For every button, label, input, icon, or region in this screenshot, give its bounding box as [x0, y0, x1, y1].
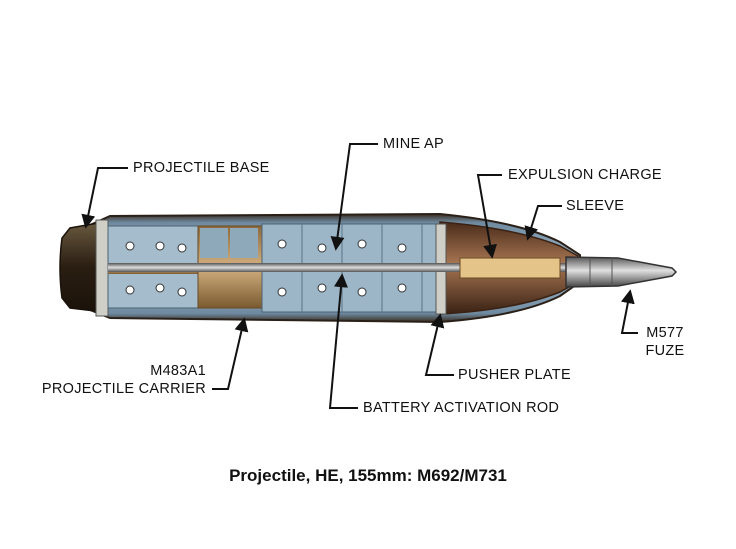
- leader-fuze: [620, 289, 638, 334]
- label-projectile-base: PROJECTILE BASE: [133, 160, 270, 176]
- label-fuze-model: M577: [646, 325, 684, 341]
- battery-activation-rod-shape: [108, 263, 578, 272]
- label-fuze: FUZE: [645, 343, 685, 359]
- base-rim: [95, 219, 109, 317]
- fuze-shape: [565, 256, 678, 288]
- label-mine-ap: MINE AP: [383, 136, 444, 152]
- leader-projectile-base: [81, 167, 128, 229]
- label-expulsion-charge: EXPULSION CHARGE: [508, 167, 662, 183]
- label-sleeve: SLEEVE: [566, 198, 625, 214]
- leader-battery-rod: [328, 273, 358, 409]
- label-battery-activation-rod: BATTERY ACTIVATION ROD: [363, 400, 560, 416]
- label-projectile-carrier: PROJECTILE CARRIER: [41, 381, 206, 397]
- leader-pusher-plate: [424, 313, 454, 376]
- leader-mine-ap: [330, 143, 378, 251]
- leader-sleeve: [524, 205, 562, 241]
- label-pusher-plate: PUSHER PLATE: [458, 367, 571, 383]
- leader-lines: [81, 143, 638, 409]
- diagram-caption: Projectile, HE, 155mm: M692/M731: [229, 466, 507, 485]
- expulsion-charge-shape: [459, 257, 561, 279]
- leader-expulsion-charge: [476, 174, 502, 259]
- leader-carrier: [212, 317, 249, 390]
- label-carrier-model: M483A1: [150, 363, 206, 379]
